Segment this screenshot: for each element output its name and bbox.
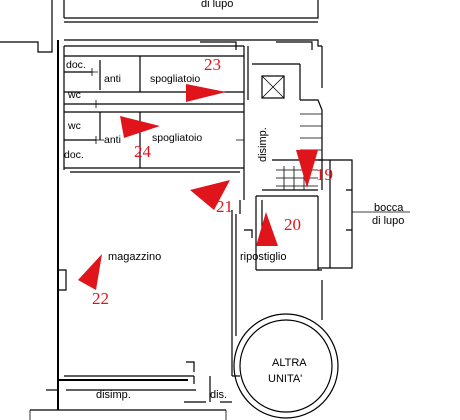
viewpoint-22-number: 22 xyxy=(92,289,109,308)
label-di-lupo: di lupo xyxy=(372,215,404,227)
label-doc-top: doc. xyxy=(66,59,86,71)
label-spogliatoio-mid: spogliatoio xyxy=(152,132,202,144)
label-di-lupo-top: di lupo xyxy=(201,0,233,10)
viewpoint-24-number: 24 xyxy=(134,142,152,161)
label-spogliatoio-top: spogliatoio xyxy=(150,73,200,85)
label-ripostiglio: ripostiglio xyxy=(240,251,286,263)
viewpoint-21-arrow xyxy=(190,180,230,210)
label-bocca: bocca xyxy=(374,202,404,214)
viewpoint-24-arrow xyxy=(120,116,160,138)
viewpoint-19-arrow xyxy=(296,150,318,188)
label-anti-mid: anti xyxy=(104,134,121,146)
label-disimp-vertical: disimp. xyxy=(257,127,269,162)
walls xyxy=(0,0,410,420)
viewpoint-markers: 23 24 19 21 20 22 xyxy=(78,55,333,308)
label-dis-bottom: dis. xyxy=(210,389,227,401)
label-wc-mid: wc xyxy=(67,120,81,132)
label-anti-top: anti xyxy=(104,73,121,85)
label-wc-top: wc xyxy=(67,89,81,101)
label-altra: ALTRA xyxy=(272,357,307,369)
viewpoint-21-number: 21 xyxy=(216,197,233,216)
label-unita: UNITA' xyxy=(268,373,302,385)
viewpoint-19-number: 19 xyxy=(316,165,333,184)
viewpoint-23-arrow xyxy=(186,84,226,102)
viewpoint-20-arrow xyxy=(256,212,278,246)
room-labels: di lupo doc. anti spogliatoio wc wc anti… xyxy=(64,0,404,401)
viewpoint-20-number: 20 xyxy=(284,215,301,234)
viewpoint-22-arrow xyxy=(78,254,102,290)
label-doc-mid: doc. xyxy=(64,149,84,161)
viewpoint-23-number: 23 xyxy=(204,55,221,74)
label-magazzino: magazzino xyxy=(108,251,161,263)
label-disimp-bottom: disimp. xyxy=(96,389,131,401)
